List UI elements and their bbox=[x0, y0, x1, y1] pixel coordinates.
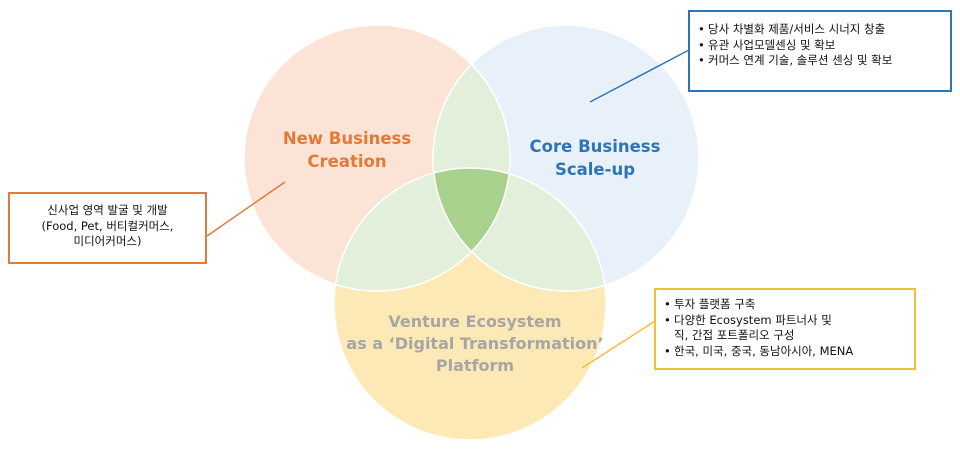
overlap-core-venture bbox=[433, 168, 606, 291]
callout-new-line: 신사업 영역 발굴 및 개발 bbox=[47, 203, 168, 217]
label-core-business: Core Business Scale-up bbox=[505, 135, 685, 181]
label-new-business-line1: New Business bbox=[282, 129, 412, 148]
callout-new-business: 신사업 영역 발굴 및 개발 (Food, Pet, 버티컬커머스, 미디어커머… bbox=[8, 192, 207, 264]
callout-venture-item: 한국, 미국, 중국, 동남아시아, MENA bbox=[664, 344, 906, 360]
label-venture: Venture Ecosystem as a ‘Digital Transfor… bbox=[300, 311, 650, 377]
label-venture-line2: as a ‘Digital Transformation’ bbox=[346, 334, 604, 353]
callout-new-line: (Food, Pet, 버티컬커머스, bbox=[41, 218, 174, 233]
callout-venture-item: 다양한 Ecosystem 파트너사 및 bbox=[664, 313, 906, 329]
connector-new bbox=[206, 181, 286, 237]
label-new-business-line2: Creation bbox=[307, 152, 387, 171]
label-core-business-line2: Scale-up bbox=[554, 160, 636, 179]
label-venture-line3: Platform bbox=[435, 356, 515, 375]
callout-new-line: 미디어커머스) bbox=[73, 234, 142, 248]
callout-core-item: 유관 사업모델센싱 및 확보 bbox=[698, 38, 942, 54]
callout-core-item: 당사 차별화 제품/서비스 시너지 창출 bbox=[698, 22, 942, 38]
callout-venture-item: 투자 플랫폼 구축 bbox=[664, 297, 906, 313]
label-core-business-line1: Core Business bbox=[529, 137, 661, 156]
connector-core bbox=[589, 49, 690, 103]
overlap-new-venture bbox=[334, 168, 510, 291]
label-venture-line1: Venture Ecosystem bbox=[388, 312, 562, 331]
callout-core-business: 당사 차별화 제품/서비스 시너지 창출 유관 사업모델센싱 및 확보 커머스 … bbox=[688, 10, 952, 92]
label-new-business: New Business Creation bbox=[262, 127, 432, 173]
callout-venture: 투자 플랫폼 구축 다양한 Ecosystem 파트너사 및 직, 간접 포트폴… bbox=[654, 288, 916, 370]
callout-venture-item-continued: 직, 간접 포트폴리오 구성 bbox=[674, 328, 795, 342]
callout-core-item: 커머스 연계 기술, 솔루션 센싱 및 확보 bbox=[698, 53, 942, 69]
connector-venture bbox=[581, 320, 656, 369]
